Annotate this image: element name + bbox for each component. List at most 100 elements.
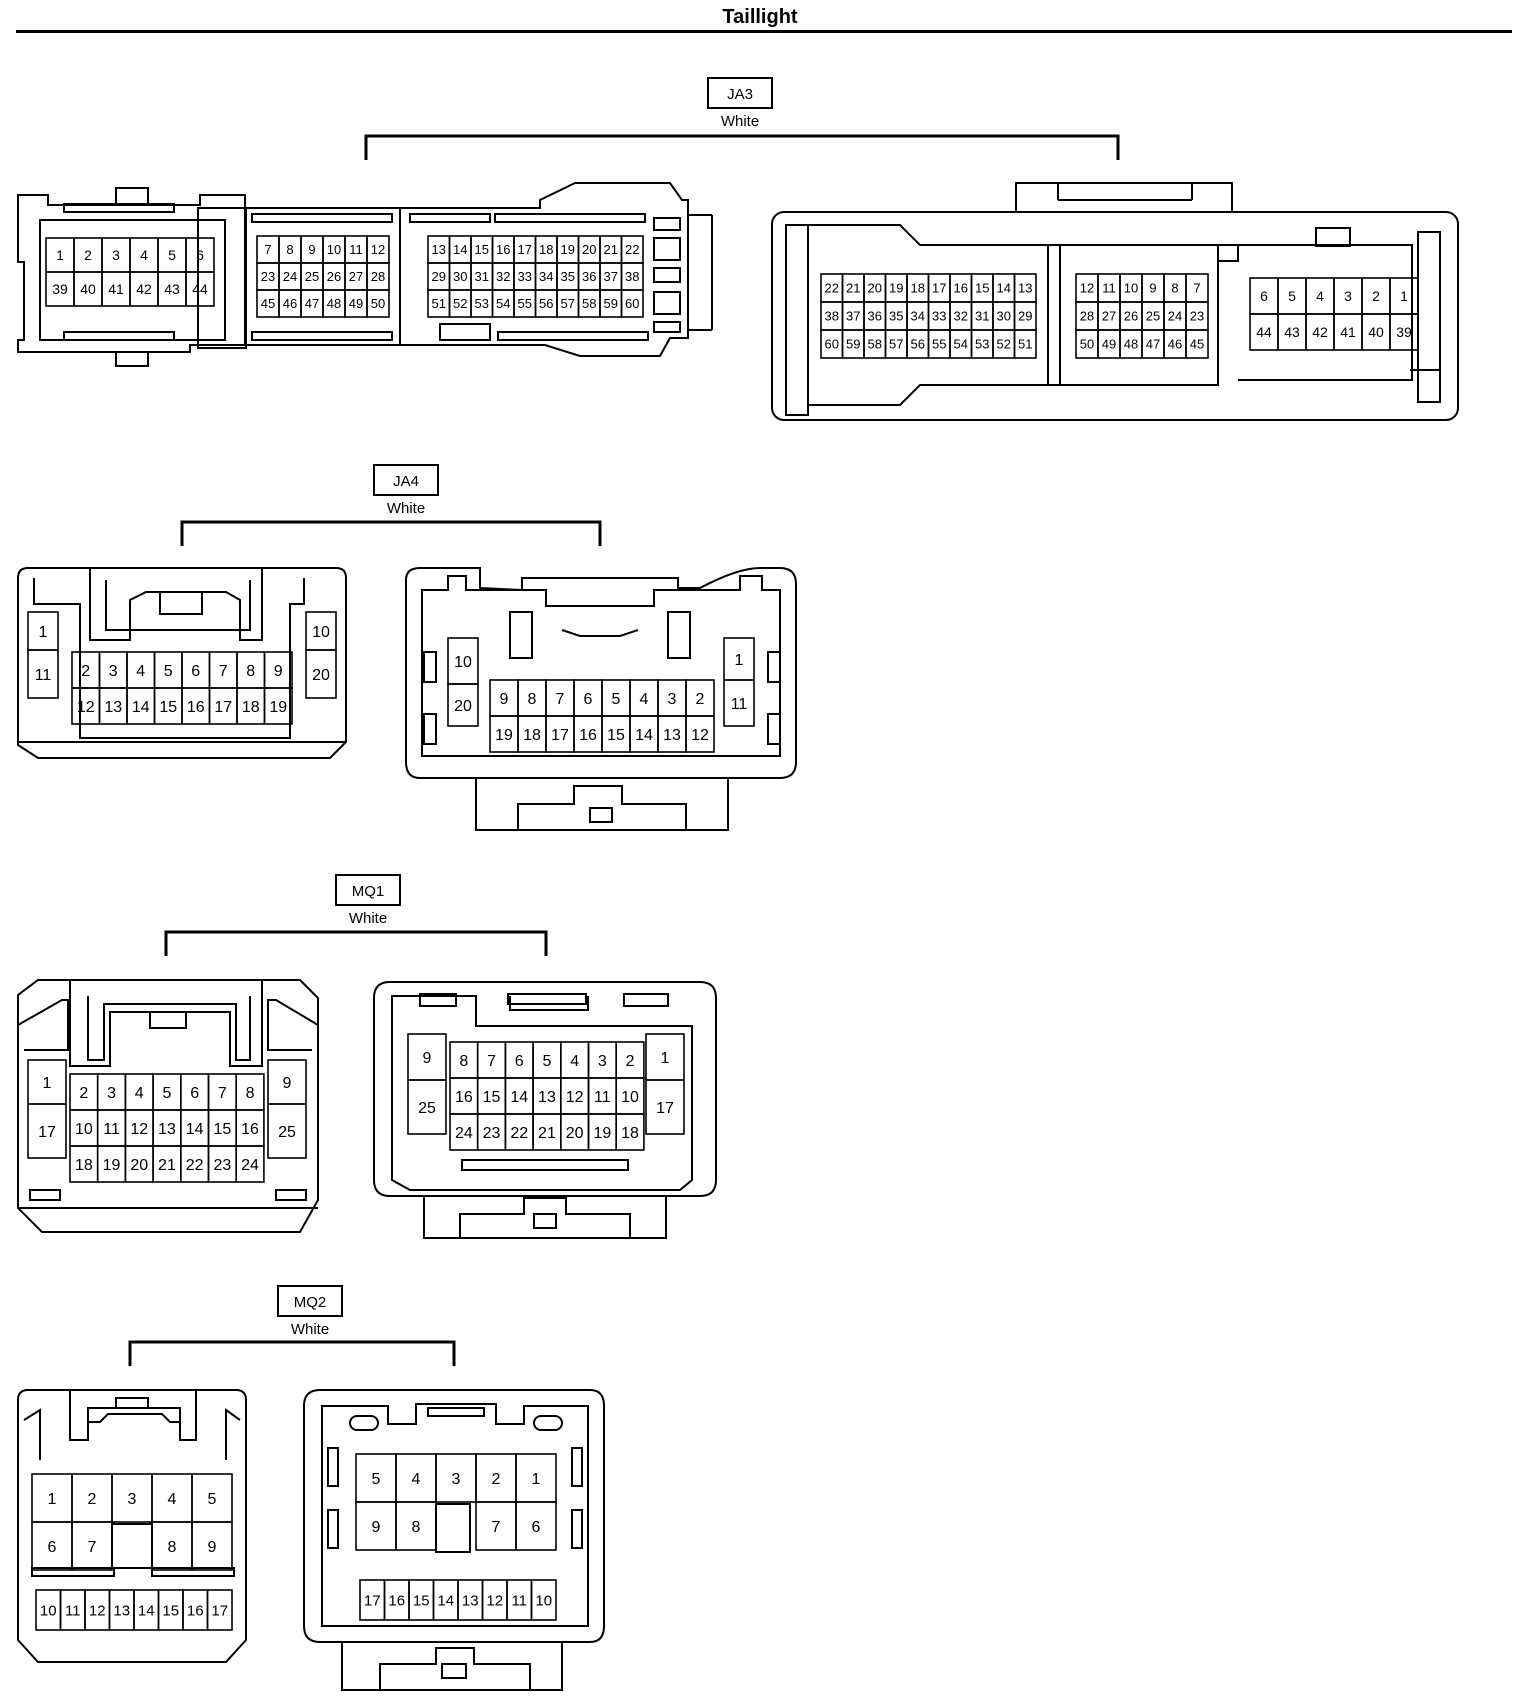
pin-number: 14 xyxy=(510,1089,528,1106)
pin-number: 14 xyxy=(132,699,150,716)
pin-number: 2 xyxy=(79,1085,88,1102)
pin-number: 51 xyxy=(432,296,446,311)
pin-number: 57 xyxy=(561,296,575,311)
pin-number: 36 xyxy=(582,269,596,284)
connector-color-label: White xyxy=(349,910,387,927)
pin-number: 7 xyxy=(218,1085,227,1102)
pin-number: 13 xyxy=(462,1592,479,1609)
connector-bracket xyxy=(128,1340,456,1366)
pin-number: 54 xyxy=(496,296,510,311)
pin-number: 5 xyxy=(612,691,621,708)
pin-number: 12 xyxy=(566,1089,584,1106)
pin-number: 24 xyxy=(1168,309,1182,324)
ja3-right-housing xyxy=(771,182,1459,421)
pin-number: 20 xyxy=(566,1125,584,1142)
pin-number: 21 xyxy=(538,1125,556,1142)
mq2-right-housing xyxy=(303,1389,605,1691)
pin-number: 8 xyxy=(286,242,293,257)
pin-number: 8 xyxy=(246,663,255,680)
pin-number: 46 xyxy=(283,296,297,311)
pin-number: 15 xyxy=(975,281,989,296)
connector-color-label: White xyxy=(387,500,425,517)
pin-number: 10 xyxy=(1124,281,1138,296)
pin-number: 8 xyxy=(246,1085,255,1102)
pin-number: 34 xyxy=(539,269,553,284)
pin-number: 50 xyxy=(1080,337,1094,352)
pin-number: 8 xyxy=(168,1539,177,1556)
pin-number: 16 xyxy=(954,281,968,296)
pin-number: 43 xyxy=(1284,324,1300,340)
pin-number: 52 xyxy=(453,296,467,311)
pin-number: 18 xyxy=(75,1157,93,1174)
connector-id-label: JA3 xyxy=(727,86,753,103)
pin-cell xyxy=(185,271,215,307)
pin-number: 47 xyxy=(1146,337,1160,352)
pin-number: 57 xyxy=(889,337,903,352)
ja4-left-housing xyxy=(17,567,347,759)
pin-number: 9 xyxy=(308,242,315,257)
pin-number: 5 xyxy=(168,247,176,263)
pin-number: 9 xyxy=(274,663,283,680)
pin-number: 5 xyxy=(372,1471,381,1488)
pin-number: 19 xyxy=(103,1157,121,1174)
pin-number: 38 xyxy=(825,309,839,324)
pin-number: 10 xyxy=(327,242,341,257)
pin-number: 28 xyxy=(371,269,385,284)
pin-number: 10 xyxy=(535,1592,552,1609)
pin-cell xyxy=(366,289,390,318)
connector-bracket xyxy=(180,520,602,546)
pin-number: 17 xyxy=(38,1124,56,1141)
pin-number: 6 xyxy=(1260,288,1268,304)
pin-number: 45 xyxy=(1190,337,1204,352)
pin-number: 5 xyxy=(162,1085,171,1102)
pin-number: 48 xyxy=(1124,337,1138,352)
pin-number: 6 xyxy=(584,691,593,708)
pin-number: 5 xyxy=(208,1491,217,1508)
pin-number: 20 xyxy=(130,1157,148,1174)
connector-bracket xyxy=(164,930,548,956)
pin-number: 45 xyxy=(261,296,275,311)
pin-number: 26 xyxy=(327,269,341,284)
pin-number: 39 xyxy=(52,281,68,297)
mq1-left-housing xyxy=(17,979,319,1233)
pin-number: 3 xyxy=(452,1471,461,1488)
pin-number: 21 xyxy=(158,1157,176,1174)
pin-number: 24 xyxy=(455,1125,473,1142)
connector-id-label: MQ1 xyxy=(352,883,385,900)
pin-number: 44 xyxy=(1256,324,1272,340)
ja4-right-housing xyxy=(405,567,797,831)
pin-number: 2 xyxy=(88,1491,97,1508)
connector-id-label: JA4 xyxy=(393,473,419,490)
mq1-right-housing xyxy=(373,981,717,1239)
pin-number: 12 xyxy=(486,1592,503,1609)
pin-number: 14 xyxy=(186,1121,204,1138)
pin-number: 10 xyxy=(454,654,472,671)
pin-number: 8 xyxy=(459,1053,468,1070)
pin-number: 2 xyxy=(492,1471,501,1488)
pin-number: 23 xyxy=(213,1157,231,1174)
pin-number: 9 xyxy=(372,1519,381,1536)
pin-number: 35 xyxy=(889,309,903,324)
pin-number: 8 xyxy=(412,1519,421,1536)
pin-number: 50 xyxy=(371,296,385,311)
pin-cell xyxy=(191,1521,233,1571)
pin-number: 10 xyxy=(621,1089,639,1106)
pin-number: 8 xyxy=(528,691,537,708)
pin-number: 2 xyxy=(1372,288,1380,304)
pin-number: 4 xyxy=(140,247,148,263)
connector-id-box xyxy=(707,77,773,109)
pin-number: 18 xyxy=(539,242,553,257)
pin-number: 18 xyxy=(621,1125,639,1142)
pin-number: 13 xyxy=(1018,281,1032,296)
pin-number: 2 xyxy=(696,691,705,708)
pin-number: 22 xyxy=(510,1125,528,1142)
pin-number: 24 xyxy=(283,269,297,284)
pin-number: 4 xyxy=(136,663,145,680)
pin-number: 1 xyxy=(532,1471,541,1488)
pin-cell xyxy=(71,1521,113,1571)
pin-number: 1 xyxy=(735,652,744,669)
